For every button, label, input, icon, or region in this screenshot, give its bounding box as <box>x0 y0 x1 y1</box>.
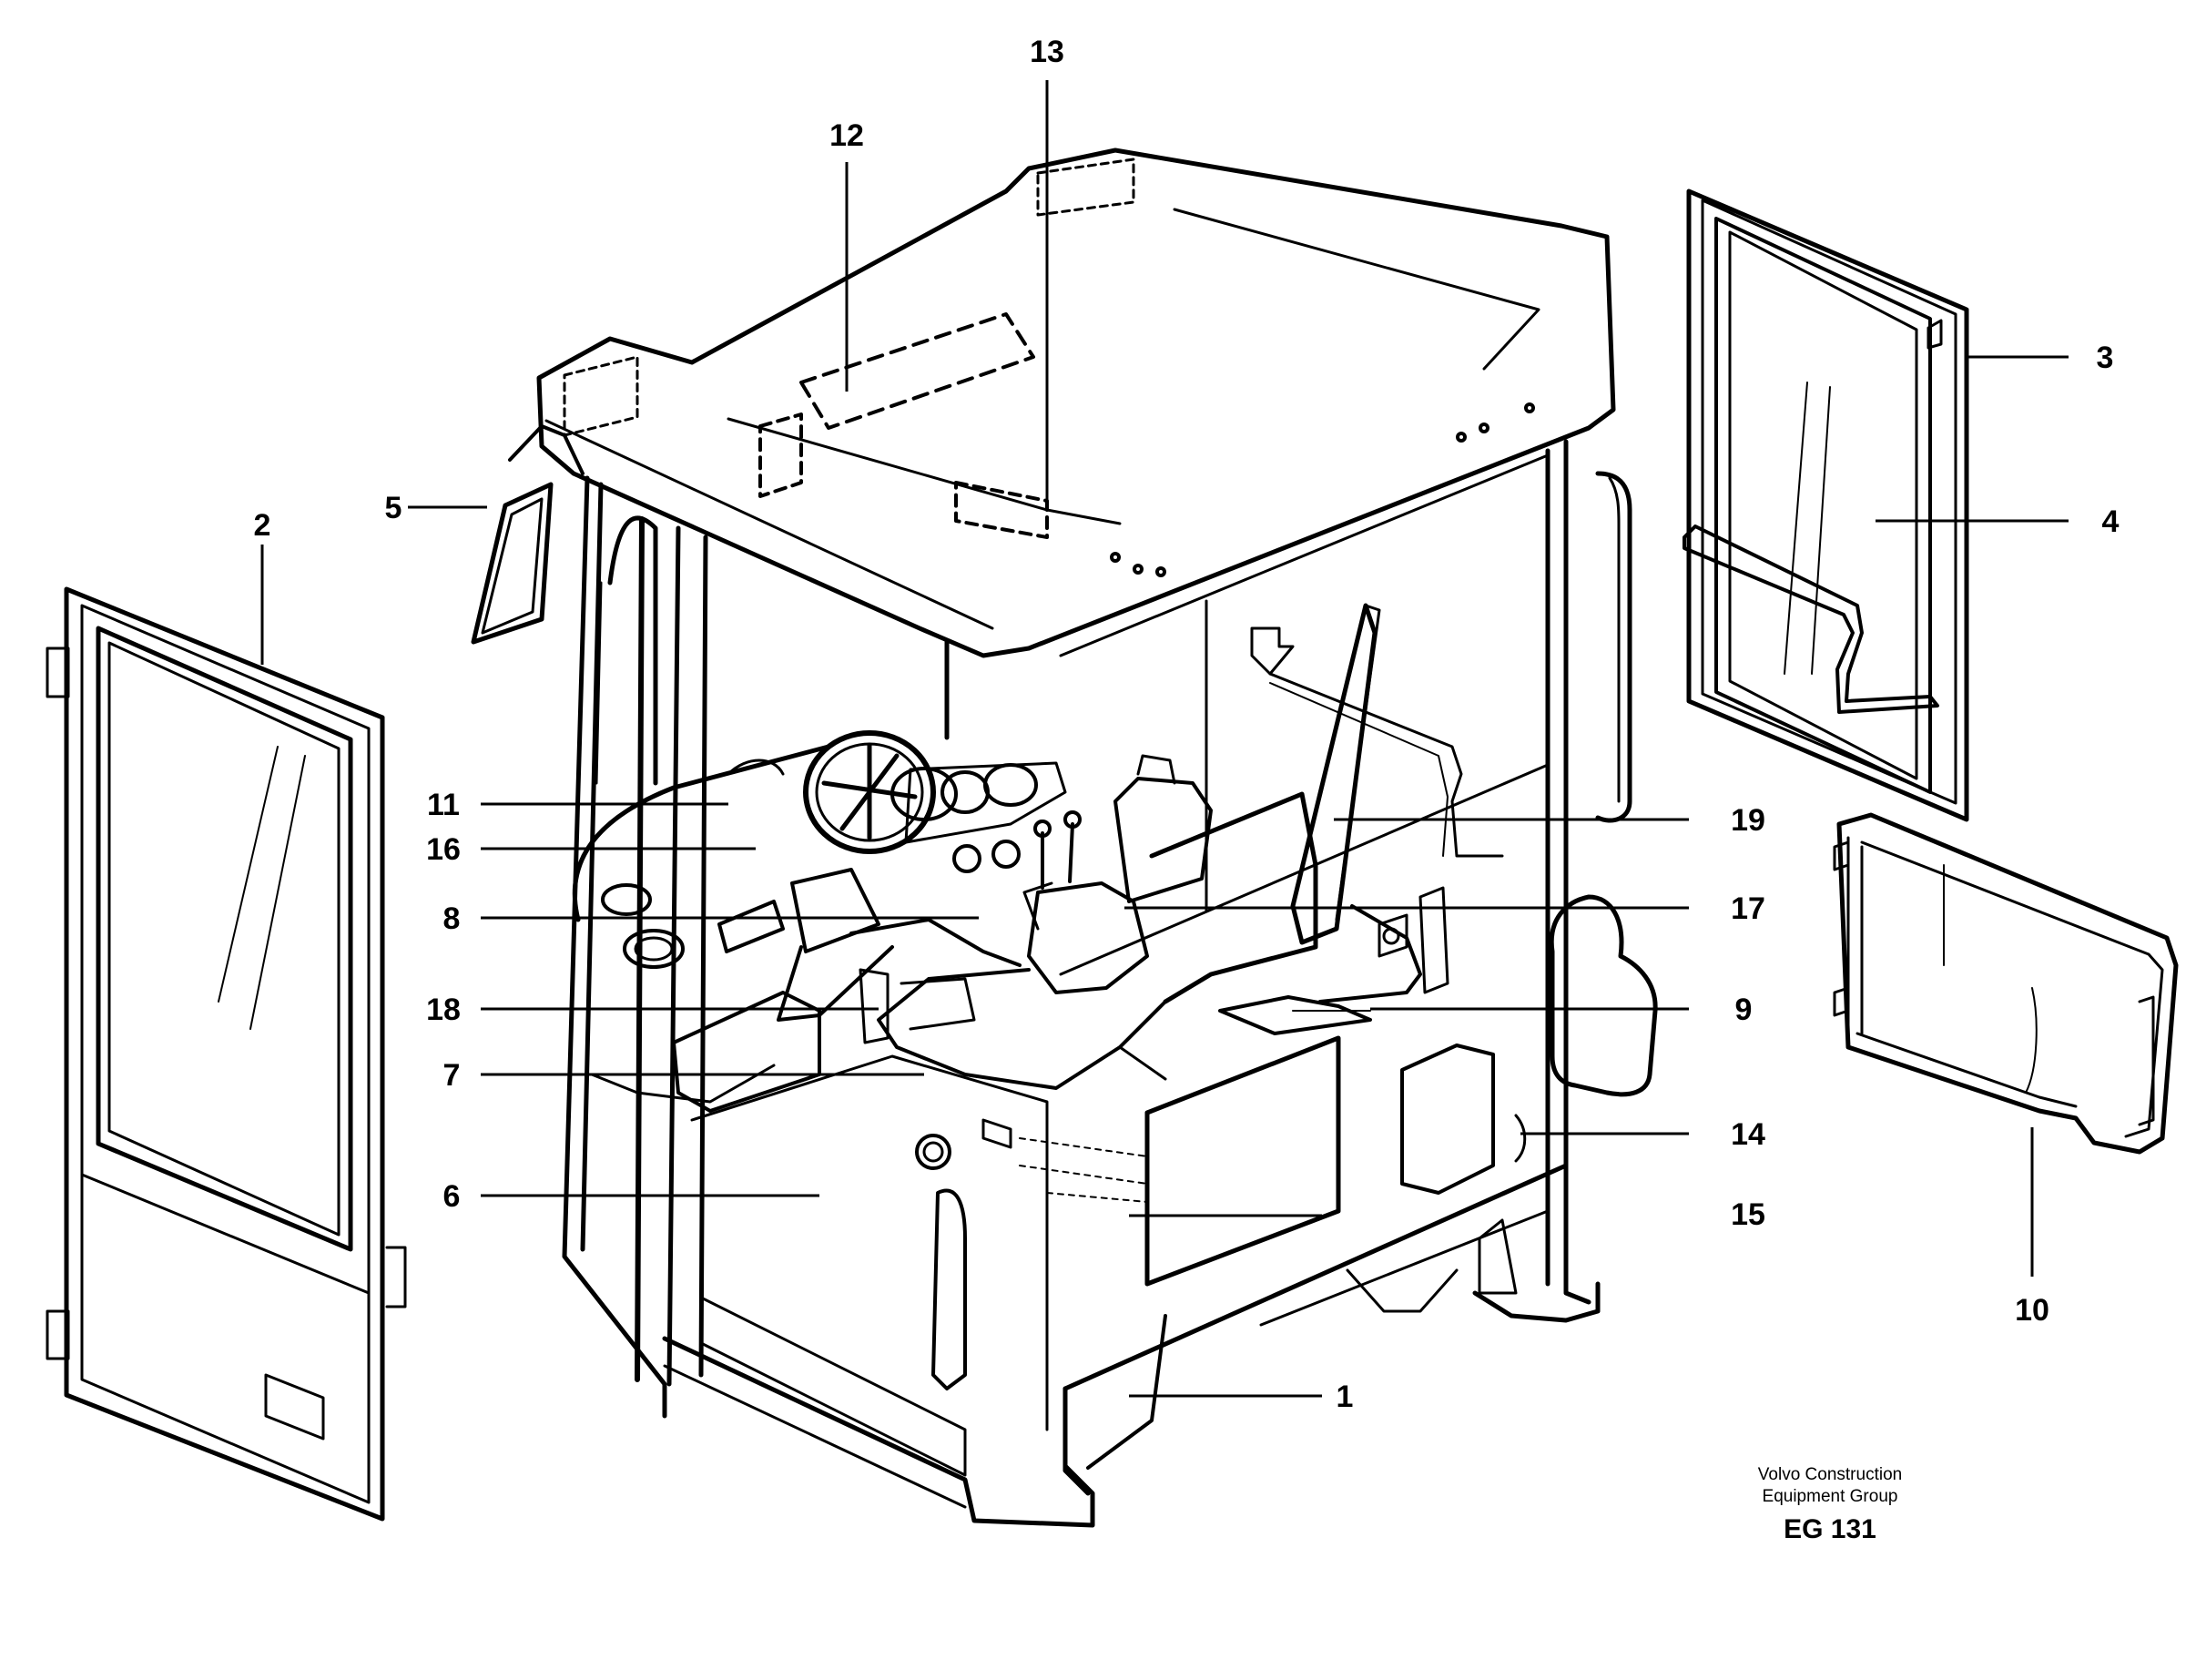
label-16: 16 <box>426 832 461 867</box>
cab-roof <box>536 148 1616 658</box>
label-11: 11 <box>427 788 460 822</box>
label-3: 3 <box>2097 341 2114 375</box>
door-part <box>46 586 407 1522</box>
side-window-part <box>1683 188 1969 822</box>
label-18: 18 <box>426 993 461 1027</box>
label-4: 4 <box>2102 504 2120 539</box>
caption-line-1: Volvo Construction <box>1757 1465 1903 1484</box>
cab-body <box>562 439 1658 1528</box>
label-7: 7 <box>443 1058 461 1093</box>
label-5: 5 <box>385 491 402 525</box>
mirror-part <box>471 424 585 645</box>
label-8: 8 <box>443 901 461 936</box>
label-15: 15 <box>1731 1197 1765 1232</box>
dashboard-steering <box>572 730 1067 1113</box>
label-17: 17 <box>1731 891 1765 926</box>
label-19: 19 <box>1731 803 1765 838</box>
label-1: 1 <box>1337 1380 1354 1414</box>
label-12: 12 <box>829 118 864 153</box>
screen-panel <box>1250 603 1504 1003</box>
outer-panel-part <box>1833 812 2179 1155</box>
caption-line-2: Equipment Group <box>1762 1487 1898 1506</box>
label-2: 2 <box>254 508 271 543</box>
seat-console <box>690 754 1372 1477</box>
caption-code: EG 131 <box>1784 1514 1876 1544</box>
label-10: 10 <box>2015 1293 2049 1328</box>
label-9: 9 <box>1735 993 1753 1027</box>
part-numbers: 1 2 3 4 5 6 7 8 9 10 11 12 13 14 15 16 1… <box>254 35 2120 1414</box>
diagram-caption: Volvo Construction Equipment Group EG 13… <box>1693 1464 1967 1548</box>
label-6: 6 <box>443 1179 461 1214</box>
leader-lines <box>260 80 2069 1398</box>
label-13: 13 <box>1030 35 1064 69</box>
label-14: 14 <box>1731 1117 1765 1152</box>
